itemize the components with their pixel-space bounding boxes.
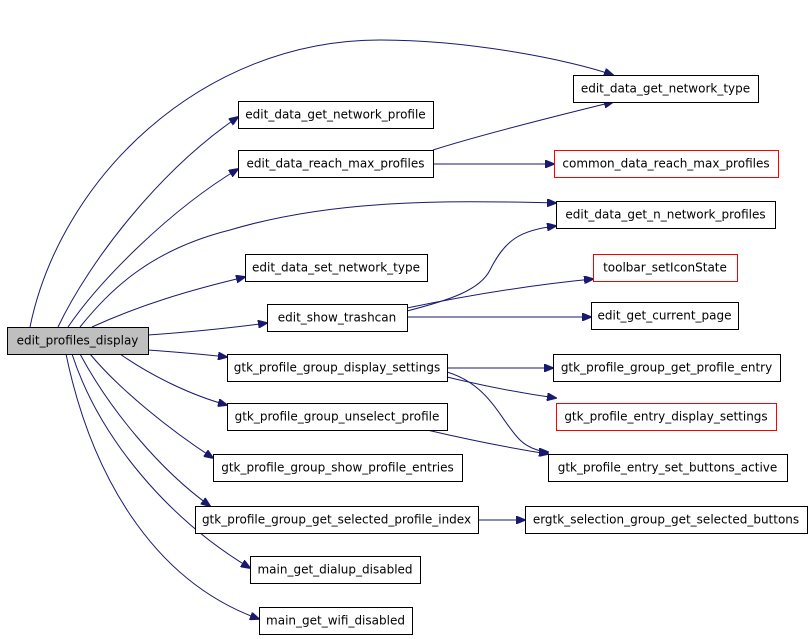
node-box	[238, 150, 434, 178]
node-label: toolbar_setIconState	[603, 261, 727, 275]
edge-root-to-n4	[147, 323, 267, 336]
edge-n4-to-n14	[406, 279, 593, 309]
edge-root-to-n5	[147, 349, 227, 357]
node-gtk-profile-entry-set-buttons-active[interactable]: gtk_profile_entry_set_buttons_active	[548, 454, 788, 482]
edge-root-to-n2	[67, 169, 238, 328]
edge-root-to-n8	[79, 353, 210, 506]
node-label: gtk_profile_group_get_profile_entry	[561, 361, 772, 375]
edge-root-to-n6	[119, 353, 227, 405]
node-label: gtk_profile_group_display_settings	[234, 361, 441, 375]
node-ergtk-selection-group-get-selected-buttons[interactable]: ergtk_selection_group_get_selected_butto…	[525, 506, 808, 534]
edge-root-to-n1	[57, 117, 238, 328]
node-edit-profiles-display[interactable]: edit_profiles_display	[7, 327, 149, 355]
edge-root-to-n7	[89, 353, 213, 458]
node-common-data-reach-max-profiles[interactable]: common_data_reach_max_profiles	[554, 150, 779, 178]
node-main-get-dialup-disabled[interactable]: main_get_dialup_disabled	[250, 556, 421, 584]
node-box	[591, 302, 739, 330]
node-label: edit_data_get_n_network_profiles	[565, 208, 765, 222]
node-box	[556, 403, 777, 431]
node-label: gtk_profile_entry_set_buttons_active	[558, 461, 778, 475]
node-box	[548, 454, 788, 482]
node-box	[227, 403, 448, 431]
node-edit-data-get-network-profile[interactable]: edit_data_get_network_profile	[238, 101, 434, 129]
edge-root-to-n9	[71, 353, 250, 568]
node-toolbar-seticonstate[interactable]: toolbar_setIconState	[593, 254, 738, 282]
edge-n5-to-n18	[446, 371, 548, 452]
node-gtk-profile-entry-display-settings[interactable]: gtk_profile_entry_display_settings	[556, 403, 777, 431]
node-label: main_get_wifi_disabled	[266, 614, 405, 628]
node-edit-data-set-network-type[interactable]: edit_data_set_network_type	[245, 254, 428, 282]
node-label: edit_data_get_network_profile	[245, 108, 425, 122]
node-edit-data-get-n-network-profiles[interactable]: edit_data_get_n_network_profiles	[556, 201, 776, 229]
edge-n4-to-n13	[406, 226, 556, 312]
node-edit-show-trashcan[interactable]: edit_show_trashcan	[267, 304, 408, 332]
node-label: common_data_reach_max_profiles	[562, 157, 769, 171]
node-box	[593, 254, 738, 282]
node-label: ergtk_selection_group_get_selected_butto…	[533, 513, 799, 527]
edge-layer	[29, 39, 613, 619]
node-box	[556, 201, 776, 229]
node-label: edit_show_trashcan	[278, 311, 396, 325]
node-box	[525, 506, 808, 534]
node-gtk-profile-group-display-settings[interactable]: gtk_profile_group_display_settings	[227, 354, 448, 382]
edge-n5-to-n17	[446, 376, 556, 398]
node-gtk-profile-group-unselect-profile[interactable]: gtk_profile_group_unselect_profile	[227, 403, 448, 431]
node-gtk-profile-group-show-profile-entries[interactable]: gtk_profile_group_show_profile_entries	[213, 454, 463, 482]
node-main-get-wifi-disabled[interactable]: main_get_wifi_disabled	[259, 607, 413, 635]
node-box	[7, 327, 149, 355]
node-box	[554, 150, 779, 178]
node-label: edit_data_set_network_type	[252, 261, 420, 275]
node-box	[267, 304, 408, 332]
node-edit-get-current-page[interactable]: edit_get_current_page	[591, 302, 739, 330]
node-box	[227, 354, 448, 382]
node-label: edit_get_current_page	[597, 309, 731, 323]
node-label: edit_profiles_display	[17, 334, 139, 348]
node-edit-data-get-network-type[interactable]: edit_data_get_network_type	[573, 75, 759, 103]
node-edit-data-reach-max-profiles[interactable]: edit_data_reach_max_profiles	[238, 150, 434, 178]
edge-root-to-n13	[79, 202, 556, 328]
node-box	[250, 556, 421, 584]
edge-root-to-n11	[29, 39, 613, 328]
edge-n6-to-n18	[426, 429, 548, 454]
edge-n2-to-n11	[432, 102, 613, 151]
node-gtk-profile-group-get-selected-profile-index[interactable]: gtk_profile_group_get_selected_profile_i…	[195, 506, 479, 534]
edge-root-to-n10	[65, 353, 259, 619]
edge-root-to-n3	[91, 277, 245, 328]
node-gtk-profile-group-get-profile-entry[interactable]: gtk_profile_group_get_profile_entry	[553, 354, 781, 382]
node-label: gtk_profile_entry_display_settings	[564, 410, 767, 424]
node-label: main_get_dialup_disabled	[257, 563, 412, 577]
node-box	[553, 354, 781, 382]
node-label: gtk_profile_group_get_selected_profile_i…	[202, 513, 471, 527]
node-box	[238, 101, 434, 129]
node-box	[259, 607, 413, 635]
node-label: gtk_profile_group_show_profile_entries	[221, 461, 454, 475]
node-box	[245, 254, 428, 282]
node-box	[573, 75, 759, 103]
node-box	[195, 506, 479, 534]
node-label: gtk_profile_group_unselect_profile	[235, 410, 440, 424]
node-label: edit_data_get_network_type	[581, 82, 750, 96]
node-box	[213, 454, 463, 482]
node-label: edit_data_reach_max_profiles	[247, 157, 425, 171]
node-layer: edit_profiles_display edit_data_get_netwo…	[7, 75, 808, 635]
